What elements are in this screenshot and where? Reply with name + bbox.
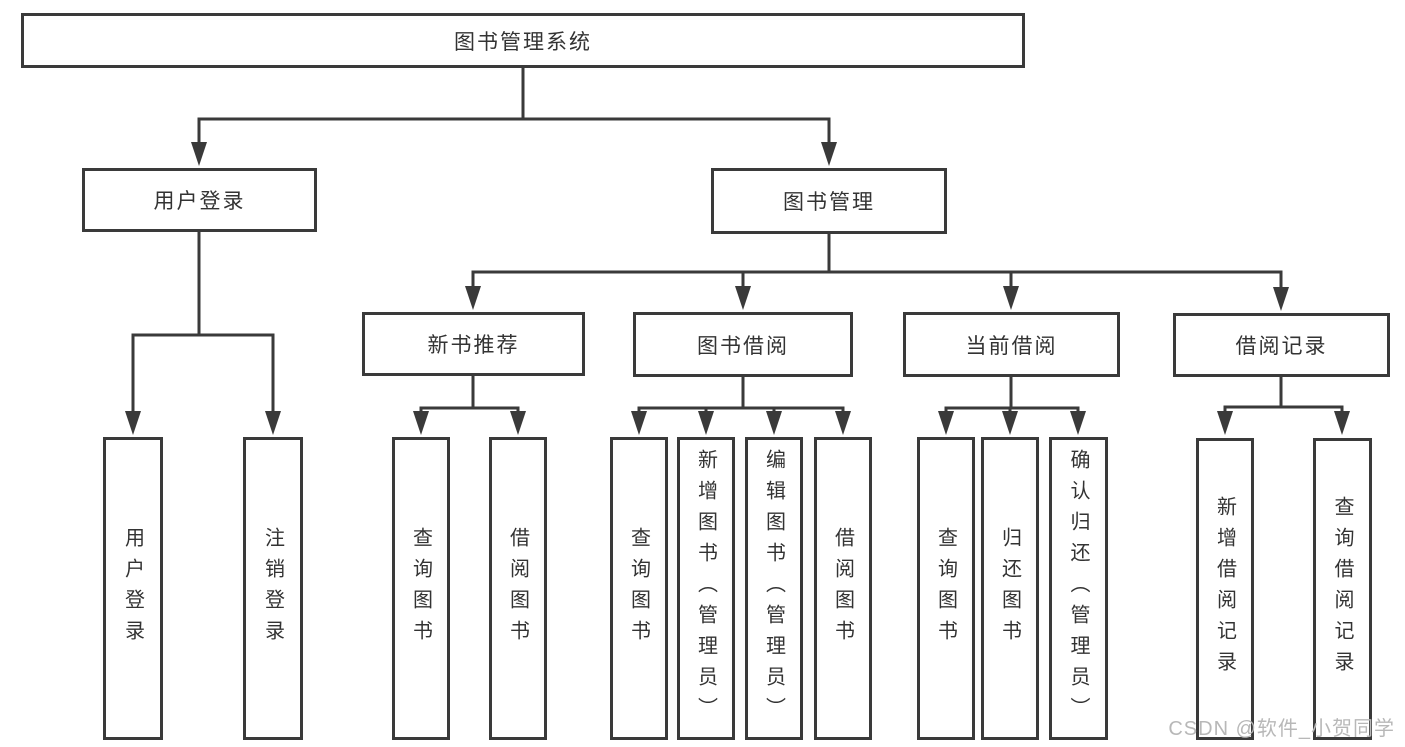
connector-login-to-leaves <box>125 232 281 435</box>
leaf-edit-book-admin: 编辑图书（管理员） <box>745 437 803 740</box>
leaf-query-book-3: 查询图书 <box>917 437 975 740</box>
node-current-borrow: 当前借阅 <box>903 312 1120 377</box>
connector-mgmt-to-level3 <box>465 234 1289 311</box>
node-label: 确认归还（管理员） <box>1067 449 1089 728</box>
node-label: 查询图书 <box>627 526 650 651</box>
leaf-add-book-admin: 新增图书（管理员） <box>677 437 735 740</box>
node-book-management: 图书管理 <box>711 168 947 234</box>
node-label: 借阅图书 <box>831 526 854 651</box>
node-new-book-recommend: 新书推荐 <box>362 312 585 376</box>
node-label: 图书管理系统 <box>454 30 592 54</box>
leaf-query-book-1: 查询图书 <box>392 437 450 740</box>
leaf-borrow-book-1: 借阅图书 <box>489 437 547 740</box>
leaf-return-book: 归还图书 <box>981 437 1039 740</box>
leaf-user-login: 用户登录 <box>103 437 163 740</box>
node-label: 查询图书 <box>409 526 432 651</box>
leaf-confirm-return-admin: 确认归还（管理员） <box>1049 437 1108 740</box>
watermark: CSDN @软件_小贺同学 <box>1168 718 1395 740</box>
node-label: 归还图书 <box>998 526 1021 651</box>
node-label: 用户登录 <box>153 190 246 213</box>
connector-newbook-to-leaves <box>413 376 526 435</box>
node-label: 借阅记录 <box>1235 335 1328 358</box>
connector-record-to-leaves <box>1217 377 1350 435</box>
node-label: 查询借阅记录 <box>1331 496 1353 682</box>
node-label: 用户登录 <box>121 526 144 651</box>
node-borrow-record: 借阅记录 <box>1173 313 1390 377</box>
node-label: 新书推荐 <box>427 334 520 357</box>
node-label: 当前借阅 <box>965 334 1058 358</box>
leaf-add-borrow-record: 新增借阅记录 <box>1196 438 1254 740</box>
connector-root-to-level2 <box>191 68 837 166</box>
connector-borrow-to-leaves <box>631 377 851 435</box>
node-label: 图书借阅 <box>697 334 789 358</box>
node-library-system: 图书管理系统 <box>21 13 1025 68</box>
node-label: 注销登录 <box>261 526 284 651</box>
leaf-borrow-book-2: 借阅图书 <box>814 437 872 740</box>
node-label: 图书管理 <box>783 191 875 214</box>
node-label: 新增图书（管理员） <box>694 449 717 728</box>
leaf-query-borrow-record: 查询借阅记录 <box>1313 438 1372 740</box>
node-book-borrow: 图书借阅 <box>633 312 853 377</box>
node-label: 编辑图书（管理员） <box>762 449 785 728</box>
node-label: 新增借阅记录 <box>1213 496 1236 682</box>
leaf-query-book-2: 查询图书 <box>610 437 668 740</box>
leaf-logout: 注销登录 <box>243 437 303 740</box>
node-user-login: 用户登录 <box>82 168 317 232</box>
node-label: 查询图书 <box>934 526 957 651</box>
node-label: 借阅图书 <box>506 526 529 651</box>
connector-current-to-leaves <box>938 377 1086 435</box>
